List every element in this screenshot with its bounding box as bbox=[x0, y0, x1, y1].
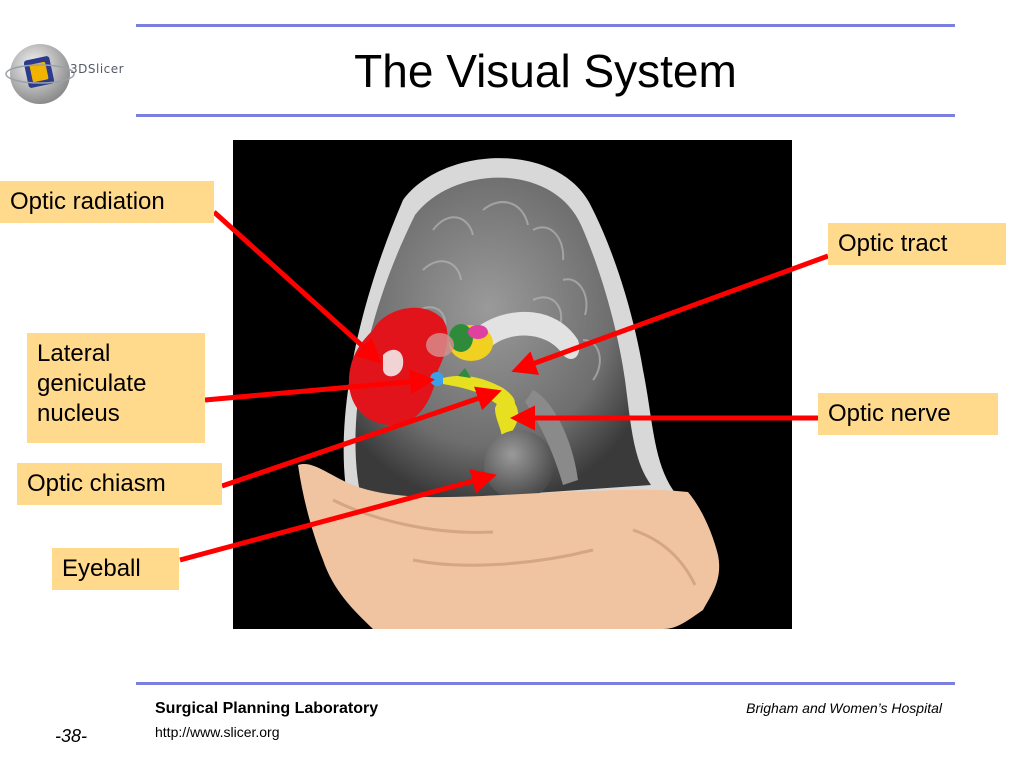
label-optic-radiation: Optic radiation bbox=[0, 181, 214, 223]
header-rule-bottom bbox=[136, 114, 955, 117]
logo-text: 3DSlicer bbox=[70, 62, 125, 76]
label-optic-nerve: Optic nerve bbox=[818, 393, 998, 435]
page-title: The Visual System bbox=[354, 45, 737, 97]
arrow-optic-chiasm bbox=[221, 386, 502, 489]
footer-url: http://www.slicer.org bbox=[155, 724, 280, 740]
header-rule-top bbox=[136, 24, 955, 27]
label-lateral-geniculate-nucleus: Lateral geniculate nucleus bbox=[27, 333, 205, 443]
label-line-1: Lateral bbox=[37, 340, 111, 367]
footer-rule bbox=[136, 682, 955, 685]
label-line-2: geniculate bbox=[37, 370, 147, 397]
brainstem bbox=[525, 390, 578, 485]
arrow-lateral-geniculate bbox=[204, 369, 435, 403]
arrow-eyeball bbox=[179, 469, 497, 563]
slicer-logo bbox=[4, 36, 144, 112]
label-optic-tract: Optic tract bbox=[828, 223, 1006, 265]
label-eyeball: Eyeball bbox=[52, 548, 179, 590]
corpus-callosum bbox=[463, 311, 580, 360]
page-number: -38- bbox=[55, 726, 88, 746]
eyeball-model bbox=[484, 430, 554, 500]
label-line-3: nucleus bbox=[37, 400, 120, 427]
arrow-optic-radiation bbox=[212, 210, 382, 364]
mri-scan-image bbox=[233, 140, 792, 629]
footer-lab-name: Surgical Planning Laboratory bbox=[155, 700, 379, 717]
face-skin-model bbox=[298, 464, 720, 629]
arrow-optic-tract bbox=[511, 253, 829, 375]
footer-hospital: Brigham and Women’s Hospital bbox=[746, 700, 942, 716]
brain-tissue bbox=[355, 177, 651, 505]
label-optic-chiasm: Optic chiasm bbox=[17, 463, 222, 505]
